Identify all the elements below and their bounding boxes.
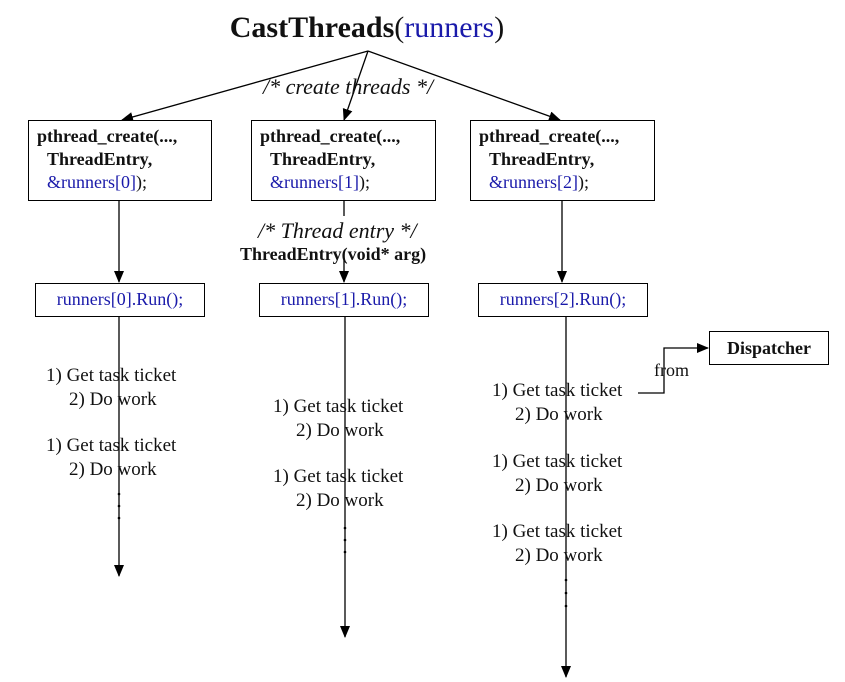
do-work-step: 2) Do work xyxy=(296,420,384,441)
continuation-dots xyxy=(117,492,568,608)
create-line-1: pthread_create(..., xyxy=(37,126,178,146)
task-step: 1) Get task ticket 2) Do work xyxy=(492,520,622,568)
run-box-2: runners[2].Run(); xyxy=(478,283,648,317)
task-step: 1) Get task ticket 2) Do work xyxy=(46,364,176,412)
do-work-step: 2) Do work xyxy=(515,545,603,566)
function-name: CastThreads xyxy=(229,11,395,44)
get-ticket-step: 1) Get task ticket xyxy=(46,435,177,456)
create-line-2: ThreadEntry, xyxy=(270,149,376,169)
get-ticket-step: 1) Get task ticket xyxy=(492,380,623,401)
create-close: ); xyxy=(358,172,370,192)
create-arg: &runners[1] xyxy=(270,172,359,192)
function-title: CastThreads(runners) xyxy=(0,10,734,46)
get-ticket-step: 1) Get task ticket xyxy=(46,365,177,386)
create-close: ); xyxy=(577,172,589,192)
create-threads-comment: /* create threads */ xyxy=(263,74,434,99)
create-line-2: ThreadEntry, xyxy=(47,149,153,169)
create-line-3: &runners[0]); xyxy=(37,171,203,194)
get-ticket-step: 1) Get task ticket xyxy=(492,451,623,472)
function-argument: runners xyxy=(404,11,495,44)
do-work-step: 2) Do work xyxy=(69,459,157,480)
edge-title-to-create-2 xyxy=(367,50,561,121)
edge-title-to-create-0 xyxy=(121,50,369,122)
edge-task-to-dispatcher xyxy=(638,343,709,394)
create-close: ); xyxy=(135,172,147,192)
task-step: 1) Get task ticket 2) Do work xyxy=(492,450,622,498)
task-step: 1) Get task ticket 2) Do work xyxy=(492,379,622,427)
get-ticket-step: 1) Get task ticket xyxy=(273,466,404,487)
do-work-step: 2) Do work xyxy=(515,475,603,496)
do-work-step: 2) Do work xyxy=(296,490,384,511)
do-work-step: 2) Do work xyxy=(515,404,603,425)
title-open-paren: ( xyxy=(394,11,405,44)
thread-entry-signature: ThreadEntry(void* arg) xyxy=(240,244,427,264)
run-box-1: runners[1].Run(); xyxy=(259,283,429,317)
task-step: 1) Get task ticket 2) Do work xyxy=(273,465,403,513)
get-ticket-step: 1) Get task ticket xyxy=(492,521,623,542)
create-arg: &runners[2] xyxy=(489,172,578,192)
task-step: 1) Get task ticket 2) Do work xyxy=(273,395,403,443)
run-box-0: runners[0].Run(); xyxy=(35,283,205,317)
dispatcher-box: Dispatcher xyxy=(709,331,829,365)
edge-title-to-create-1 xyxy=(342,50,369,121)
create-arg: &runners[0] xyxy=(47,172,136,192)
create-line-1: pthread_create(..., xyxy=(479,126,620,146)
get-ticket-step: 1) Get task ticket xyxy=(273,396,404,417)
create-box-2: pthread_create(..., ThreadEntry, &runner… xyxy=(470,120,655,201)
create-line-2: ThreadEntry, xyxy=(489,149,595,169)
create-box-0: pthread_create(..., ThreadEntry, &runner… xyxy=(28,120,212,201)
do-work-step: 2) Do work xyxy=(69,389,157,410)
from-label: from xyxy=(654,360,689,380)
title-close-paren: ) xyxy=(494,11,505,44)
task-step: 1) Get task ticket 2) Do work xyxy=(46,434,176,482)
thread-entry-comment: /* Thread entry */ xyxy=(258,218,417,243)
create-line-3: &runners[2]); xyxy=(479,171,646,194)
create-line-1: pthread_create(..., xyxy=(260,126,401,146)
create-box-1: pthread_create(..., ThreadEntry, &runner… xyxy=(251,120,436,201)
create-line-3: &runners[1]); xyxy=(260,171,427,194)
